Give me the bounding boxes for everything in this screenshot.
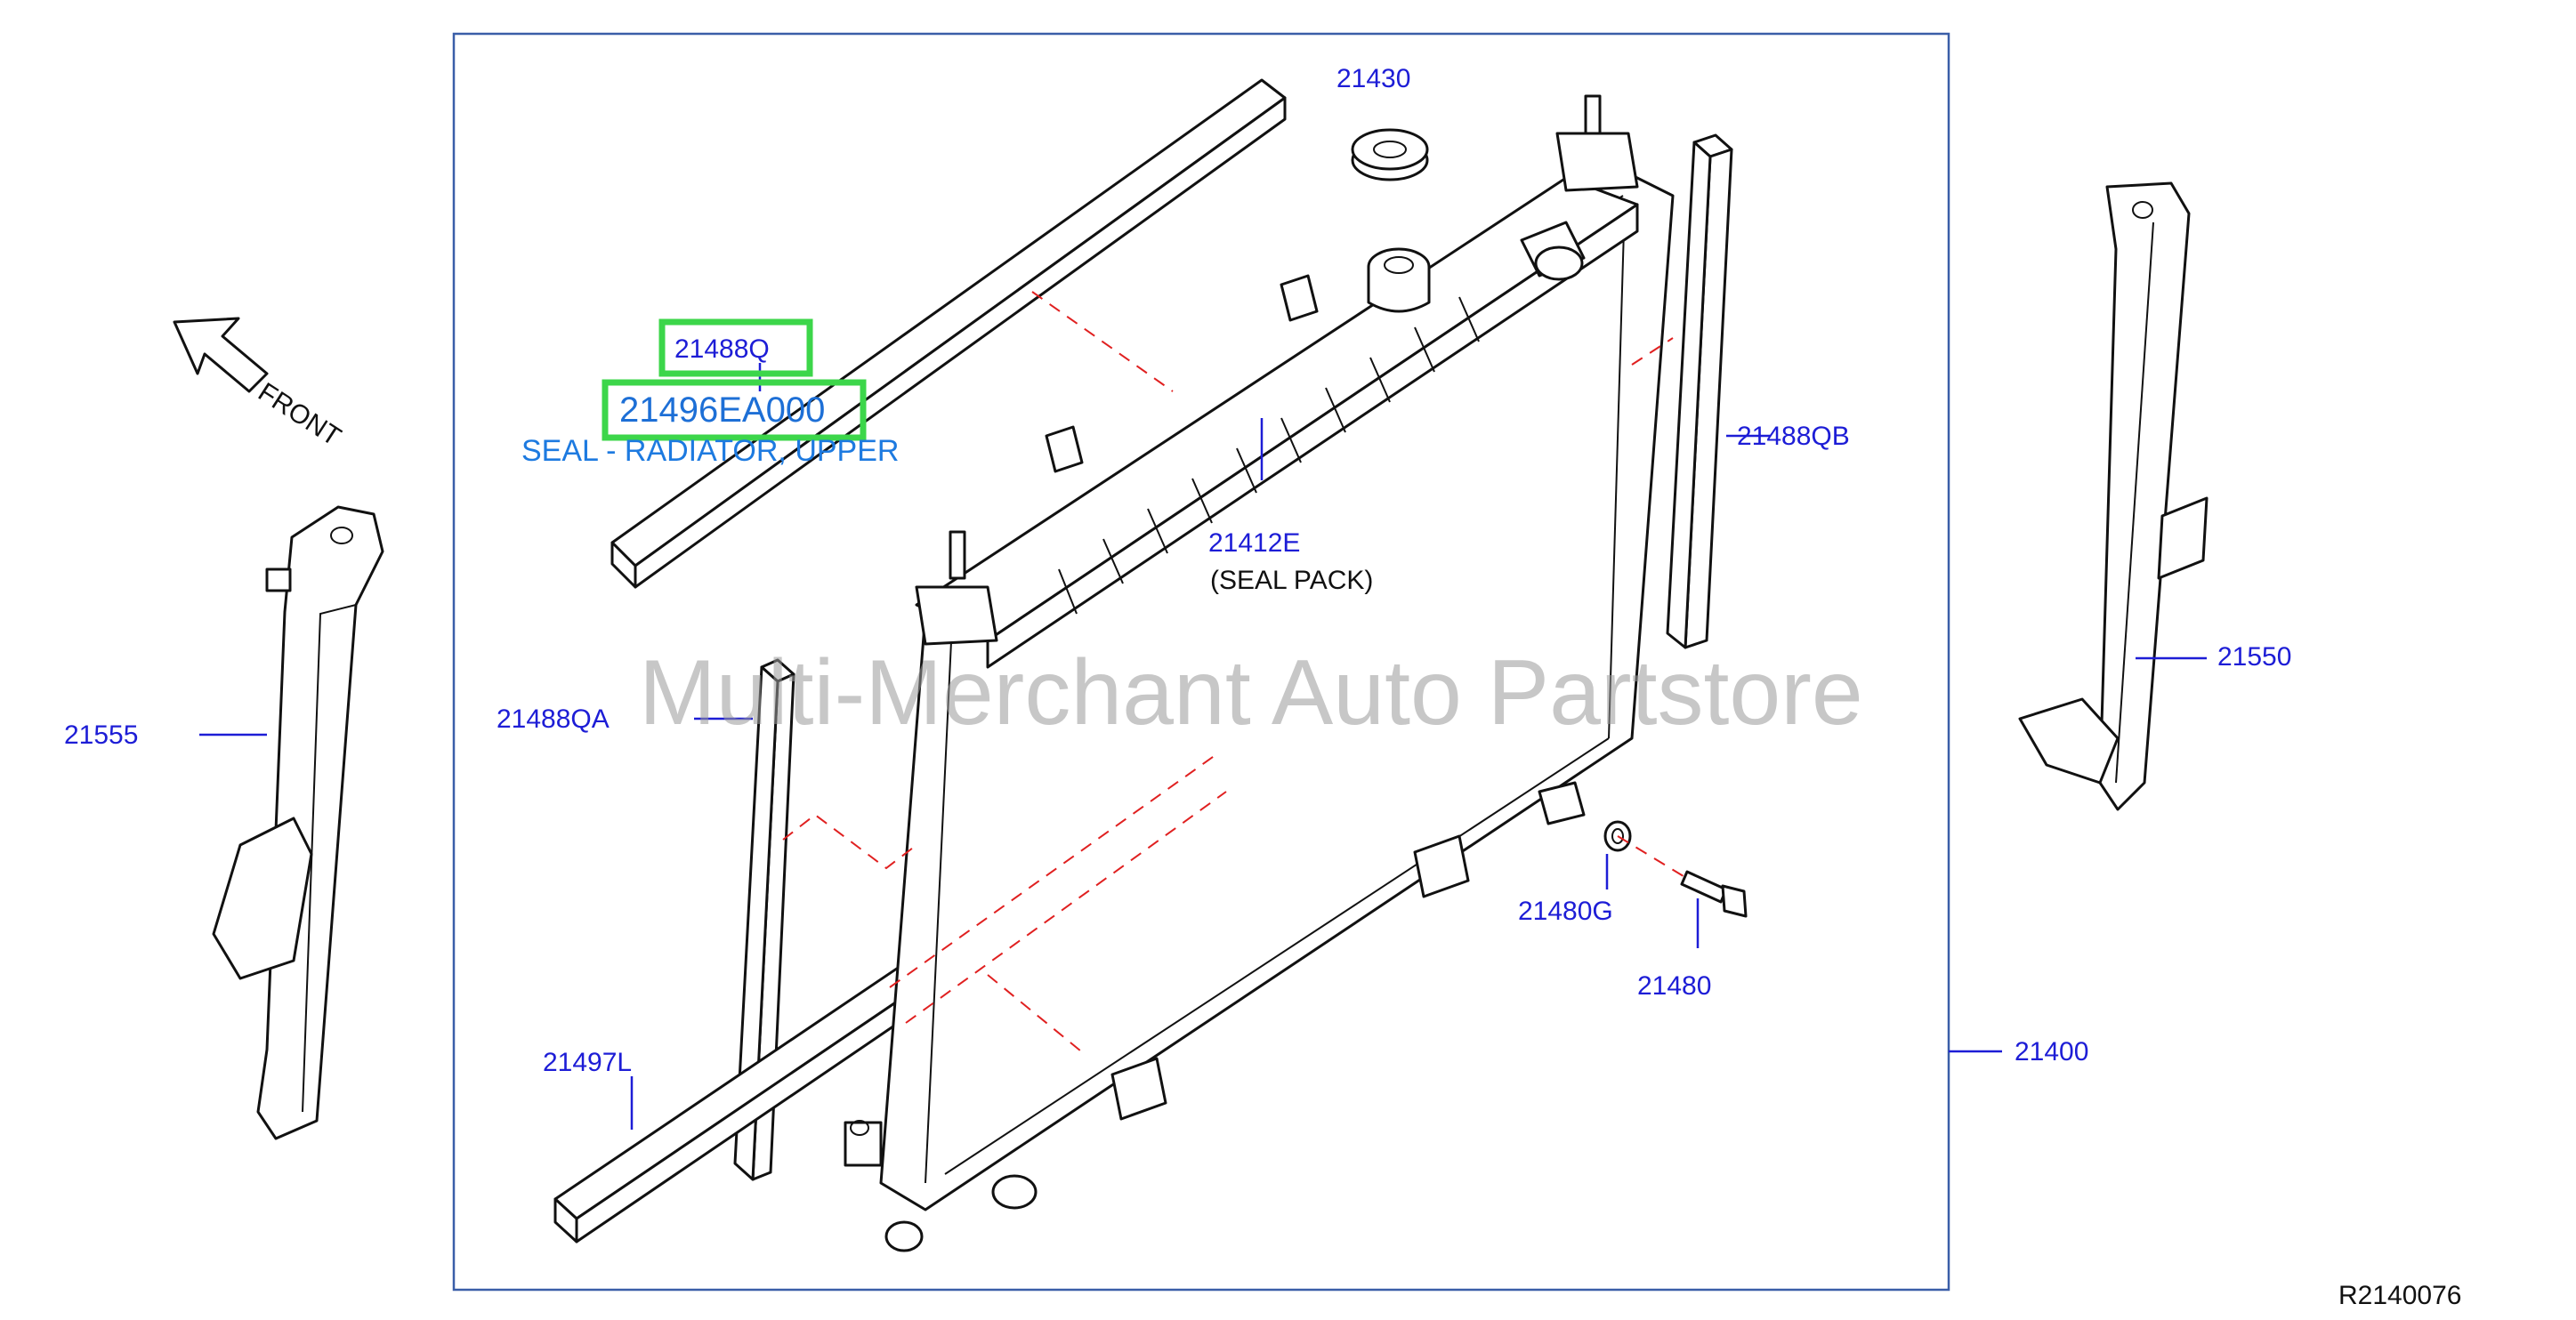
highlight-21488q [658,318,813,377]
front-arrow: FRONT [173,317,346,452]
highlight-21496ea000 [602,379,867,441]
left-side-seal-part [733,658,795,1181]
bolt-part [1680,870,1748,918]
assembly-frame [452,32,1950,1292]
seal-pack-note: (SEAL PACK) [1210,566,1373,595]
radiator-core-part [844,94,1675,1252]
front-label: FRONT [253,377,346,452]
label-21430: 21430 [1336,64,1410,93]
label-21550: 21550 [2217,642,2291,672]
label-21555: 21555 [64,720,138,750]
label-21496ea000: 21496EA000 [619,390,825,430]
label-21480g: 21480G [1518,897,1613,926]
upper-seal-part [610,78,1287,589]
label-21488qa: 21488QA [497,704,610,734]
label-21400: 21400 [2015,1037,2088,1066]
right-side-seal-part [1666,133,1733,649]
diagram-reference-code: R2140076 [2338,1281,2461,1310]
installation-guides [782,291,1692,1056]
label-21412e: 21412E [1208,528,1300,558]
label-21488qb: 21488QB [1737,422,1850,451]
label-21488q: 21488Q [674,334,770,364]
watermark-text: Multi-Merchant Auto Partstore [639,641,1863,745]
radiator-cap-part [1351,128,1429,181]
right-bracket-part [2018,181,2209,811]
leader-lines [199,363,2207,1130]
left-bracket-part [212,505,384,1140]
seal-description: SEAL - RADIATOR, UPPER [521,434,899,468]
label-21497l: 21497L [543,1048,632,1077]
label-21480: 21480 [1637,971,1711,1001]
